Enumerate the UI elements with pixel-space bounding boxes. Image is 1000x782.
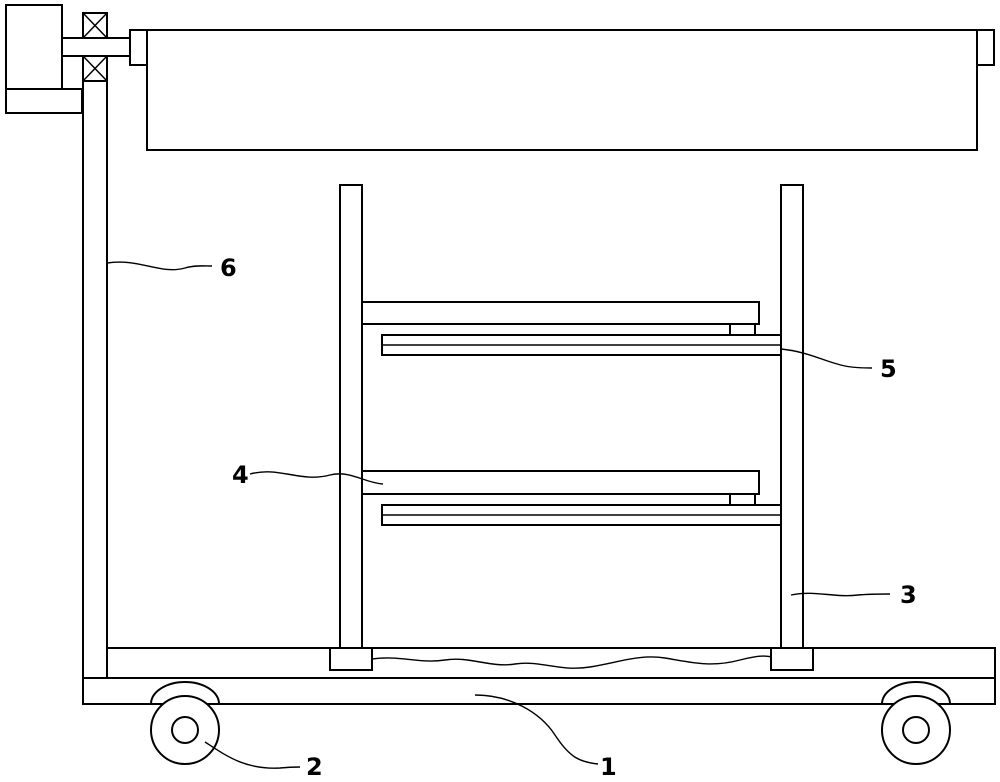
top-roller [129, 29, 995, 151]
motor-mount-plate [5, 88, 83, 114]
leader-1 [474, 694, 599, 765]
wheel-right-guard [880, 681, 952, 705]
bearing-upper-cross [82, 12, 108, 39]
roller-body [146, 29, 978, 151]
spring-link [371, 655, 772, 669]
roller-end-cap-right [976, 29, 995, 66]
leader-3 [790, 592, 891, 597]
callout-1: 1 [600, 753, 617, 781]
motor-box [5, 4, 63, 90]
upright-post-right [780, 184, 804, 649]
callout-2: 2 [306, 753, 323, 781]
leader-4 [249, 471, 384, 485]
roller-end-cap-left [129, 29, 148, 66]
frame-base [82, 647, 996, 705]
lower-tray [361, 470, 760, 495]
side-column [82, 80, 108, 679]
drive-shaft [61, 37, 133, 57]
upper-shelf [361, 301, 782, 356]
callout-5: 5 [880, 355, 897, 383]
wheel-right [880, 681, 952, 765]
post-foot-right [770, 647, 814, 671]
bearing-lower-cross [82, 55, 108, 82]
leader-6 [106, 261, 213, 271]
base-top-beam [106, 647, 996, 679]
base-bottom-beam [82, 677, 996, 705]
wheel-left-hub [171, 716, 199, 744]
wheel-right-hub [902, 716, 930, 744]
upright-post-left [339, 184, 363, 649]
callout-3: 3 [900, 581, 917, 609]
leader-2 [204, 741, 301, 769]
callout-4: 4 [232, 461, 249, 489]
wheel-left [149, 681, 221, 765]
drive-assembly [5, 4, 133, 114]
callout-6: 6 [220, 254, 237, 282]
wheel-left-guard [149, 681, 221, 705]
upper-tray [361, 301, 760, 325]
leader-5 [780, 348, 873, 369]
post-foot-left [329, 647, 373, 671]
lower-shelf [361, 470, 782, 526]
